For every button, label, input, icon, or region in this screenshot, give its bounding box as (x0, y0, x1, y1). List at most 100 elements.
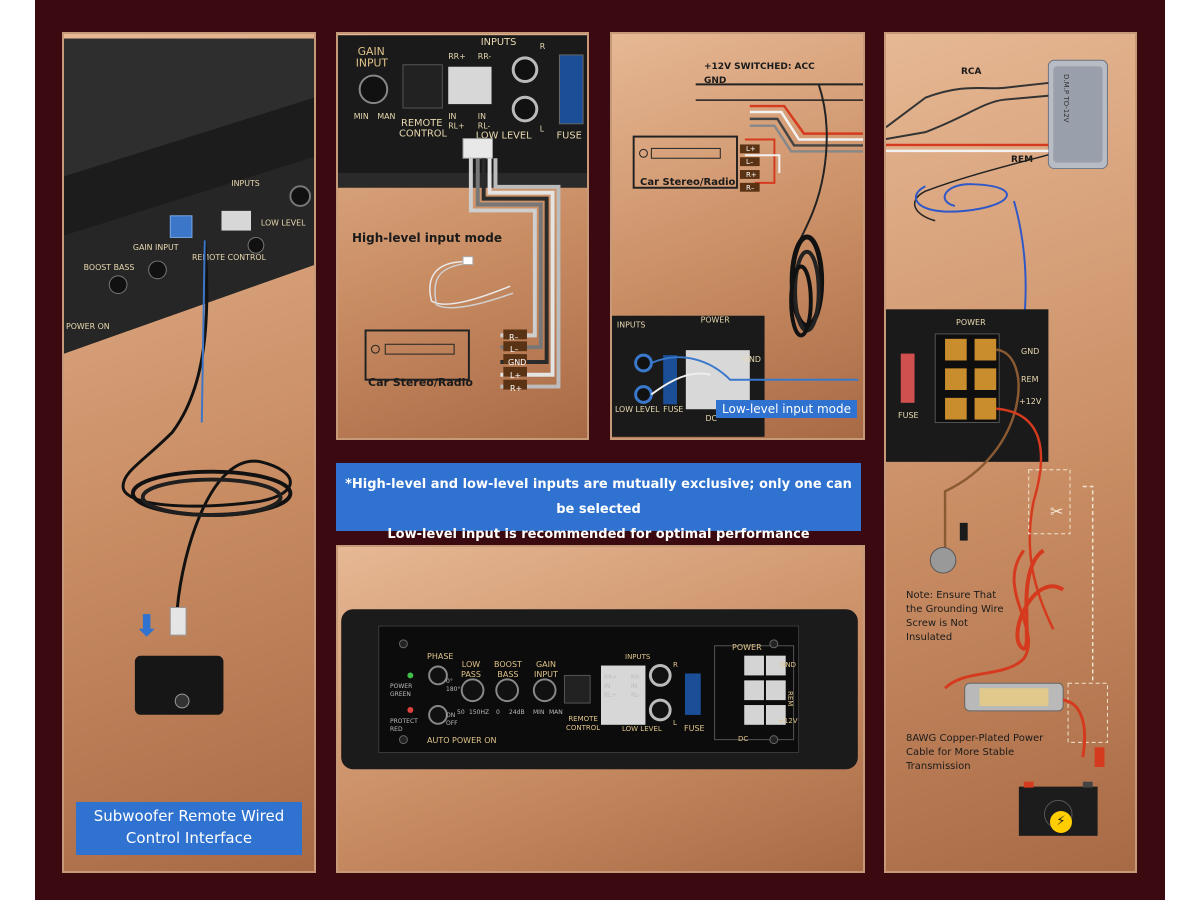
ground-note-line1: Note: Ensure That (906, 590, 997, 601)
ground-note-line2: the Grounding Wire (906, 604, 1004, 615)
low-level-tag: Low-level input mode (716, 400, 858, 418)
amp-on-label: ON (446, 712, 456, 719)
ll-terminal-l-plus: L+ (746, 145, 756, 153)
ground-note-line4: Insulated (906, 632, 953, 643)
amp-phase-0: 0° (446, 678, 453, 685)
amp-gnd-label: GND (780, 661, 797, 669)
ground-note-line3: Screw is Not (906, 618, 968, 629)
ll-gnd-label: GND (704, 76, 727, 86)
amp-rl-in: IN (631, 683, 638, 690)
amp-boost-bass-line2: BASS (497, 670, 519, 679)
ll-terminal-l-minus: L– (746, 158, 754, 166)
ll-amp-label-dc: DC (706, 414, 718, 423)
power-module-label: D.M.P TO-12V (1062, 74, 1070, 123)
hl-amp-label-in2: IN (478, 112, 486, 121)
hl-amp-label-r: R (540, 42, 546, 51)
amp-gi-scale-high: MAN (549, 709, 563, 716)
power-amp-label-gnd: GND (1021, 347, 1040, 356)
power-wiring-illustration (886, 59, 1108, 836)
high-level-illustration: GAIN INPUT MIN MAN REMOTE CONTROL INPUTS… (338, 35, 587, 390)
amp-lp-scale-low: 50 (457, 709, 465, 716)
amp-bb-scale-low: 0 (496, 709, 500, 716)
amp-rr-minus: RR- (631, 674, 642, 681)
amp-power-green-line2: GREEN (390, 691, 411, 698)
amp-power-label: POWER (732, 643, 762, 652)
amp-low-pass-line2: PASS (461, 670, 481, 679)
exclusive-input-notice: *High-level and low-level inputs are mut… (336, 463, 861, 542)
hl-amp-label-l: L (540, 125, 545, 134)
hl-amp-label-input: INPUT (356, 57, 389, 70)
remote-amp-label-inputs: INPUTS (231, 179, 259, 188)
hl-amp-label-control: CONTROL (399, 129, 448, 140)
notice-line2: Low-level input is recommended for optim… (387, 527, 810, 542)
amp-lp-scale-high: 150HZ (469, 709, 490, 716)
amplifier-front-illustration (341, 609, 858, 770)
panel-high-level-input: GAIN INPUT MIN MAN REMOTE CONTROL INPUTS… (336, 32, 589, 440)
amp-l-label: L (673, 719, 677, 727)
ll-power-label: +12V SWITCHED: ACC (704, 62, 815, 72)
remote-caption-line1: Subwoofer Remote Wired (93, 807, 285, 825)
amp-gain-input-line1: GAIN (535, 660, 556, 669)
ll-amp-label-inputs: INPUTS (617, 321, 645, 330)
hl-amp-label-min: MIN (354, 112, 369, 121)
cable-note-line2: Cable for More Stable (906, 747, 1015, 758)
amp-remote-line1: REMOTE (568, 715, 598, 723)
amp-12v-label: +12V (778, 717, 798, 725)
cable-note: 8AWG Copper-Plated Power Cable for More … (906, 732, 1066, 774)
hl-amp-label-man: MAN (377, 112, 395, 121)
ll-terminal-r-plus: R+ (746, 171, 757, 179)
remote-amp-label-low: LOW LEVEL (261, 219, 306, 228)
remote-amp-label-remote: REMOTE CONTROL (192, 253, 267, 262)
power-rca-label: RCA (961, 67, 982, 77)
hl-terminal-l-plus: L+ (510, 371, 522, 380)
amp-gain-input: GAIN INPUT (534, 660, 558, 680)
remote-amp-label-power: POWER ON (66, 322, 110, 331)
amp-boost-bass: BOOST BASS (494, 660, 522, 680)
panel-low-level-input: INPUTS POWER GND LOW LEVEL FUSE DC +12V … (610, 32, 865, 440)
ll-amp-label-low: LOW LEVEL (615, 405, 660, 414)
hl-amp-label-in1: IN (448, 112, 456, 121)
high-level-title: High-level input mode (352, 231, 502, 245)
notice-line1: *High-level and low-level inputs are mut… (345, 477, 852, 517)
scissors-icon: ✂ (1050, 502, 1064, 521)
ll-stereo-label: Car Stereo/Radio (640, 177, 736, 188)
amp-rr-group: RR+ IN RL+ (604, 673, 617, 700)
hl-amp-label-rl-plus: RL+ (448, 122, 464, 131)
cable-note-line1: 8AWG Copper-Plated Power (906, 733, 1044, 744)
amp-auto-power: AUTO POWER ON (427, 736, 497, 745)
remote-caption: Subwoofer Remote Wired Control Interface (76, 802, 302, 855)
hl-amp-label-rr-plus: RR+ (448, 52, 466, 61)
remote-illustration: INPUTS GAIN INPUT BOOST BASS POWER ON LO… (64, 38, 314, 715)
hl-amp-label-inputs: INPUTS (481, 37, 517, 48)
remote-caption-line2: Control Interface (125, 829, 253, 847)
amp-inputs-label: INPUTS (625, 653, 651, 661)
hl-terminal-l-minus: L– (510, 345, 519, 354)
amp-rr-in: IN (604, 683, 611, 690)
power-amp-label-rem: REM (1021, 375, 1039, 384)
amp-remote-line2: CONTROL (566, 724, 601, 732)
power-amp-label-fuse: FUSE (898, 411, 919, 420)
amp-gain-input-line2: INPUT (534, 670, 558, 679)
amp-protect-red: PROTECT RED (390, 718, 418, 734)
low-level-illustration: INPUTS POWER GND LOW LEVEL FUSE DC (612, 83, 863, 437)
panel-power-wiring: RCA REM D.M.P TO-12V POWER GND REM +12V … (884, 32, 1137, 873)
power-amp-label-12v: +12V (1019, 397, 1042, 406)
power-amp-label-power: POWER (956, 318, 986, 327)
hl-terminal-r-plus: R+ (510, 384, 523, 393)
amp-low-pass-line1: LOW (461, 660, 481, 669)
ll-terminal-r-minus: R– (746, 184, 755, 192)
amp-rl-plus: RL+ (604, 692, 617, 699)
remote-amp-label-boost: BOOST BASS (84, 263, 135, 272)
hl-terminal-r-minus: R– (509, 333, 519, 342)
high-level-stereo-label: Car Stereo/Radio (368, 376, 473, 389)
panel-amplifier-front: PHASE LOW PASS BOOST BASS GAIN INPUT POW… (336, 545, 865, 873)
amp-off-label: OFF (446, 720, 458, 727)
amp-bb-scale-high: 24dB (509, 709, 525, 716)
amp-remote-control: REMOTE CONTROL (566, 715, 600, 733)
amp-fuse-label: FUSE (684, 724, 705, 733)
hl-amp-label-rl-minus: RL- (478, 122, 491, 131)
cable-note-line3: Transmission (906, 761, 971, 772)
ll-amp-label-gnd: GND (743, 355, 761, 364)
ll-amp-label-fuse: FUSE (663, 405, 683, 414)
